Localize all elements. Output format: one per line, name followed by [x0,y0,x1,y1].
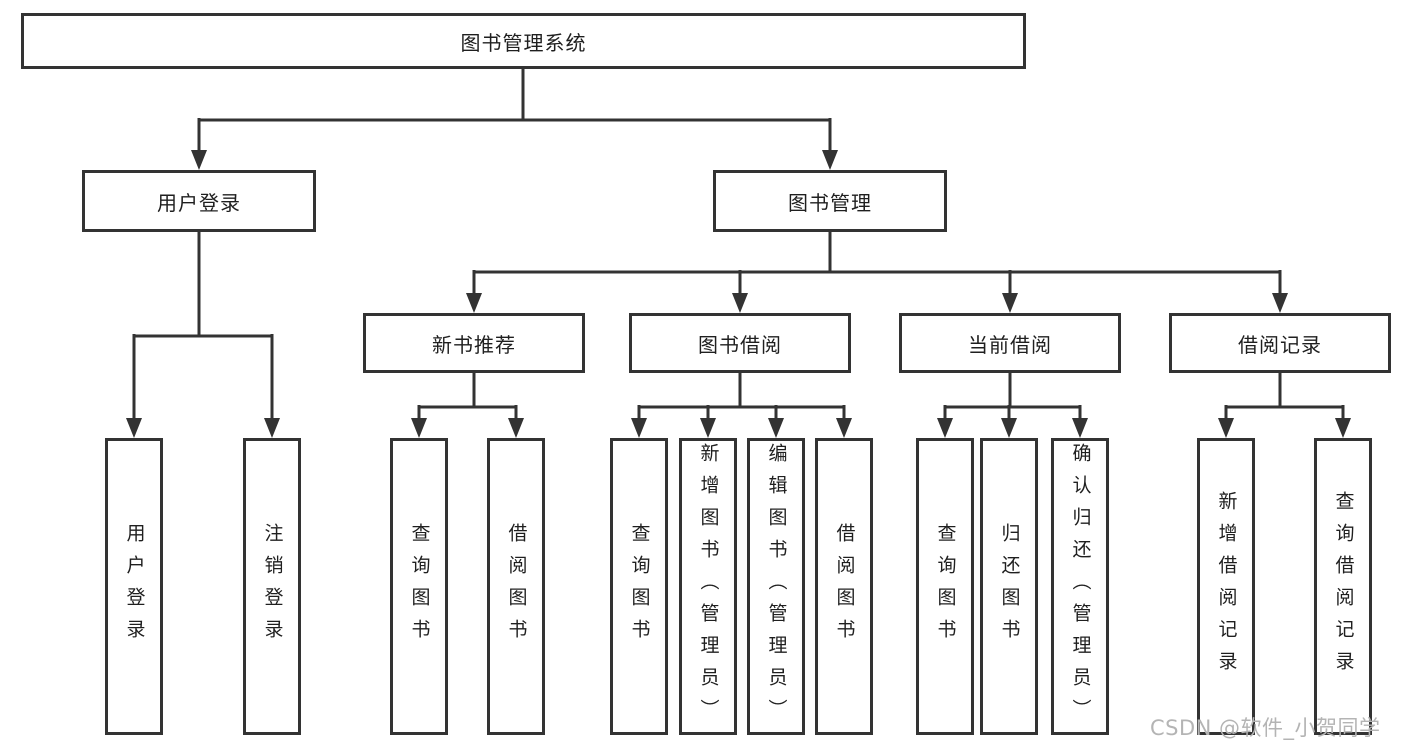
node-label: 图书借阅 [698,332,782,357]
node-label: 注销登录 [261,522,284,651]
node-label: 借阅记录 [1238,332,1322,357]
node-label: 查询图书 [934,522,957,651]
arrowheads-leaves [411,418,1351,438]
connector-borrowing-to-leaves [637,373,846,420]
leaf-add-books-admin: 新增图书（管理员） [679,438,737,735]
leaf-query-borrow-record: 查询借阅记录 [1314,438,1372,735]
node-library-management-system: 图书管理系统 [21,13,1026,69]
node-label: 图书管理系统 [460,30,587,55]
node-label: 查询图书 [628,522,651,651]
leaf-current-query-books: 查询图书 [916,438,974,735]
node-current-borrowing: 当前借阅 [899,313,1121,373]
node-borrowing-records: 借阅记录 [1169,313,1391,373]
node-label: 用户登录 [123,522,146,651]
node-book-borrowing: 图书借阅 [629,313,851,373]
node-user-login: 用户登录 [82,170,316,232]
leaf-add-borrow-record: 新增借阅记录 [1197,438,1255,735]
node-label: 借阅图书 [833,522,856,651]
leaf-confirm-return-admin: 确认归还（管理员） [1051,438,1109,735]
node-label: 查询图书 [408,522,431,651]
node-label: 新增借阅记录 [1215,490,1238,683]
leaf-recommend-borrow-books: 借阅图书 [487,438,545,735]
node-label: 确认归还（管理员） [1069,442,1092,731]
arrowheads-level2 [191,150,838,170]
connector-current-to-leaves [943,373,1082,420]
node-new-book-recommend: 新书推荐 [363,313,585,373]
csdn-watermark: CSDN @软件_小贺同学 [1150,716,1381,740]
node-label: 新书推荐 [432,332,516,357]
node-label: 查询借阅记录 [1332,490,1355,683]
node-label: 编辑图书（管理员） [765,442,788,731]
leaf-recommend-query-books: 查询图书 [390,438,448,735]
node-label: 借阅图书 [505,522,528,651]
connector-root-to-level2 [197,69,832,152]
connector-userlogin-to-leaves [132,232,274,420]
connector-records-to-leaves [1224,373,1345,420]
node-label: 归还图书 [998,522,1021,651]
connector-recommend-to-leaves [417,373,518,420]
connector-bookmgmt-to-level3 [472,232,1282,295]
node-label: 当前借阅 [968,332,1052,357]
leaf-edit-books-admin: 编辑图书（管理员） [747,438,805,735]
arrowheads-level3 [466,293,1288,313]
node-book-management: 图书管理 [713,170,947,232]
arrowheads-userlogin-leaves [126,418,280,438]
leaf-borrowing-query-books: 查询图书 [610,438,668,735]
leaf-logout: 注销登录 [243,438,301,735]
leaf-user-login: 用户登录 [105,438,163,735]
node-label: 用户登录 [157,190,241,215]
leaf-borrowing-borrow-books: 借阅图书 [815,438,873,735]
leaf-return-books: 归还图书 [980,438,1038,735]
node-label: 新增图书（管理员） [697,442,720,731]
node-label: 图书管理 [788,190,872,215]
